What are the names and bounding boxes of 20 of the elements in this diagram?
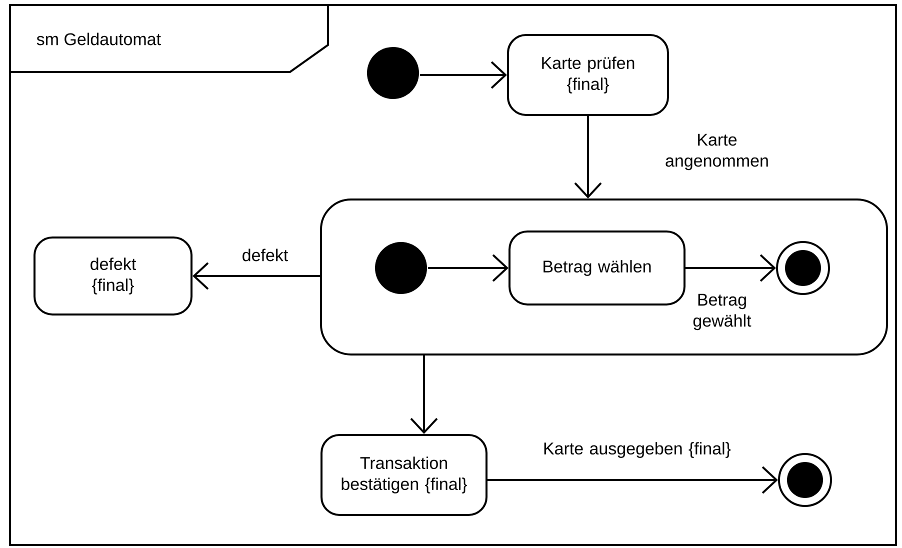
state-box: Transaktion bestätigen {final} <box>320 434 488 516</box>
state-box: defekt {final} <box>34 236 192 316</box>
initial-state <box>367 47 419 99</box>
arrow <box>488 466 778 494</box>
composite-state <box>320 198 888 356</box>
edge-label: Karte angenommen <box>661 132 773 172</box>
arrow <box>686 254 776 282</box>
arrow <box>428 254 509 282</box>
arrow <box>192 262 320 290</box>
final-state <box>778 453 832 507</box>
arrow <box>410 356 438 434</box>
edge-label: defekt <box>234 248 296 262</box>
arrow <box>420 61 507 89</box>
arrow <box>574 116 602 198</box>
edge-label: Karte ausgegeben {final} <box>541 441 733 459</box>
state-box: Karte prüfen {final} <box>507 34 669 116</box>
initial-state <box>375 242 427 294</box>
state-box: Betrag wählen <box>508 230 686 306</box>
edge-label: Betrag gewählt <box>687 292 757 332</box>
final-state <box>776 241 830 295</box>
